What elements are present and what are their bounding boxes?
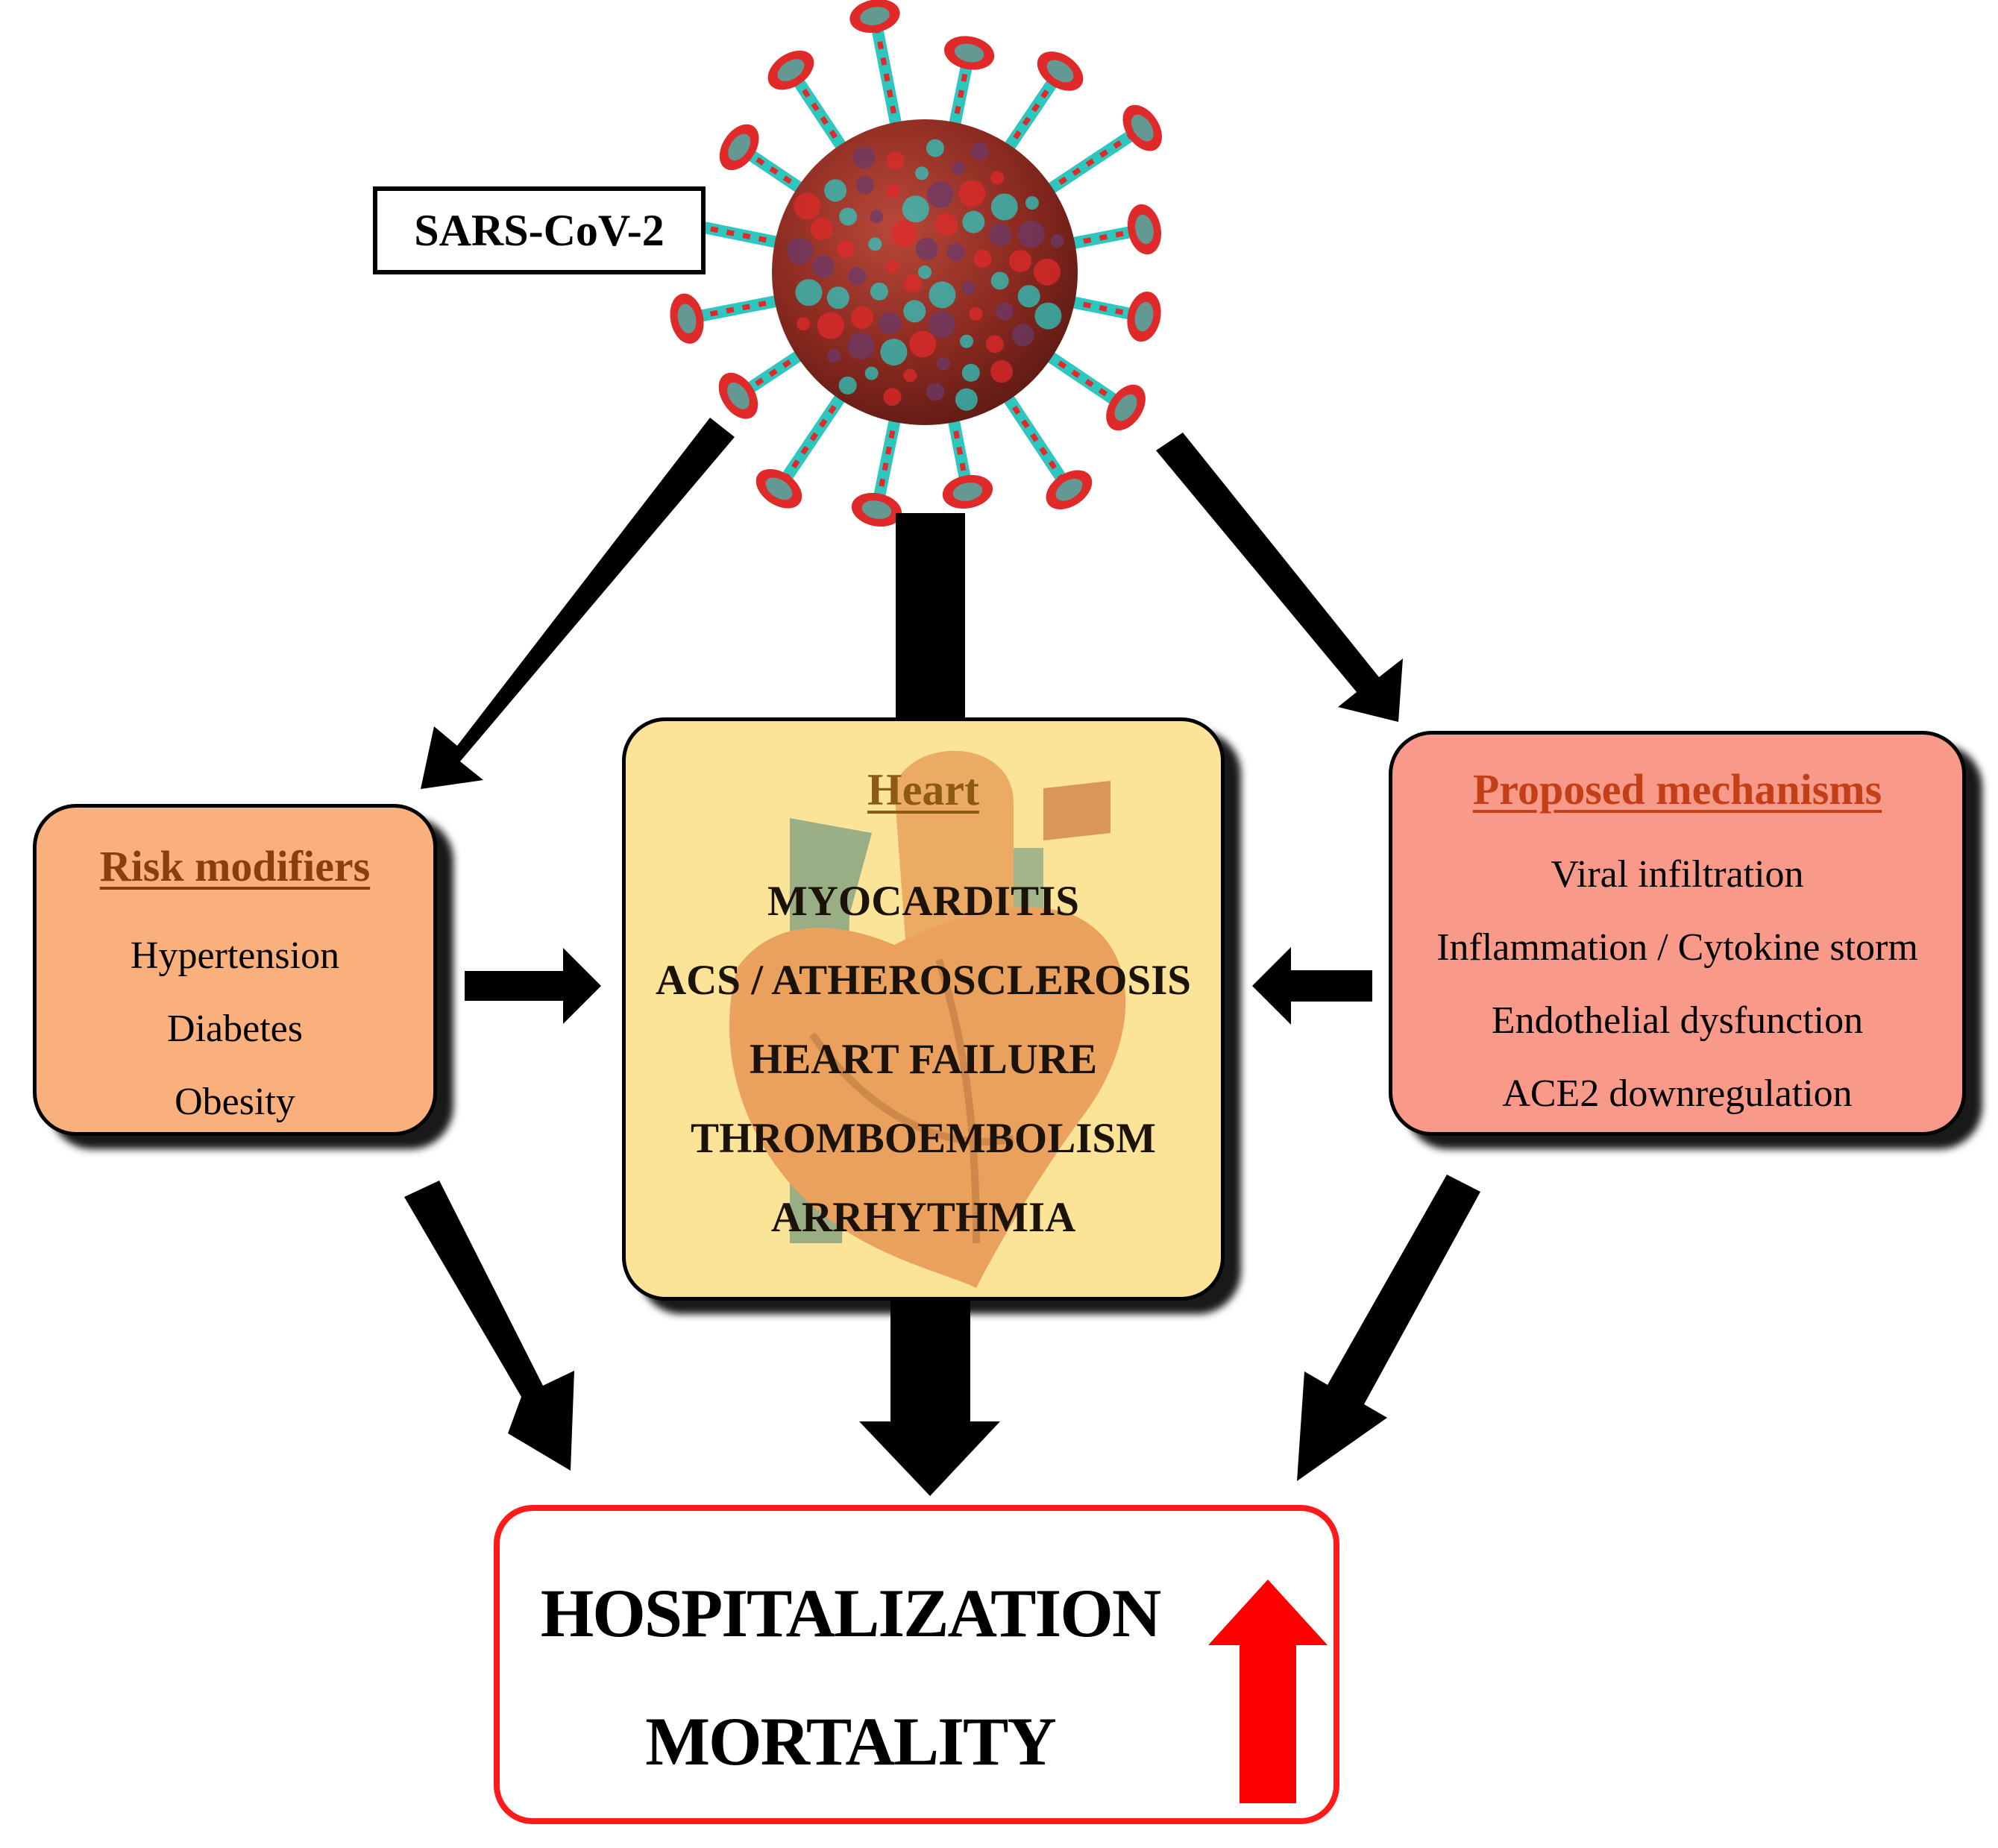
up-arrow-icon (1208, 1580, 1328, 1803)
risk-item-hypertension: Hypertension (130, 934, 340, 977)
heart-illustration-icon (729, 750, 1126, 1288)
arrow-risk-to-heart (465, 948, 601, 1024)
mechanism-item-endothelial-dysfunction: Endothelial dysfunction (1491, 999, 1864, 1042)
mechanism-item-inflammation: Inflammation / Cytokine storm (1436, 926, 1918, 969)
arrow-mechanisms-to-outcome (1297, 1175, 1480, 1481)
risk-modifiers-title: Risk modifiers (99, 842, 371, 890)
mechanism-item-viral-infiltration: Viral infiltration (1551, 853, 1804, 896)
heart-item-thromboembolism: THROMBOEMBOLISM (691, 1115, 1156, 1162)
heart-item-heart-failure: HEART FAILURE (749, 1036, 1098, 1083)
sars-cov-2-virus-icon (652, 0, 1162, 527)
risk-item-obesity: Obesity (175, 1081, 295, 1123)
outcome-box: HOSPITALIZATION MORTALITY (494, 1505, 1339, 1824)
arrow-virus-to-mechanisms (1156, 433, 1403, 722)
arrow-virus-to-heart (896, 513, 965, 720)
heart-title: Heart (867, 765, 979, 814)
heart-box: Heart MYOCARDITIS ACS / ATHEROSCLEROSIS … (622, 717, 1225, 1301)
arrow-mechanisms-to-heart (1252, 947, 1372, 1025)
sars-cov-2-label: SARS-CoV-2 (373, 186, 706, 274)
mechanism-item-ace2-downregulation: ACE2 downregulation (1502, 1072, 1853, 1115)
proposed-mechanisms-box: Proposed mechanisms Viral infiltration I… (1389, 731, 1966, 1136)
proposed-mechanisms-title: Proposed mechanisms (1472, 765, 1882, 814)
heart-item-arrhythmia: ARRHYTHMIA (770, 1194, 1076, 1241)
risk-modifiers-box: Risk modifiers Hypertension Diabetes Obe… (33, 804, 437, 1136)
arrow-heart-to-outcome (859, 1301, 1000, 1496)
risk-item-diabetes: Diabetes (167, 1008, 303, 1050)
outcome-hospitalization: HOSPITALIZATION (540, 1575, 1162, 1651)
heart-item-acs-atherosclerosis: ACS / ATHEROSCLEROSIS (655, 957, 1191, 1004)
arrow-risk-to-outcome (404, 1181, 574, 1471)
outcome-mortality: MORTALITY (645, 1703, 1057, 1779)
arrow-virus-to-risk-modifiers (421, 418, 735, 789)
heart-item-myocarditis: MYOCARDITIS (767, 878, 1080, 925)
